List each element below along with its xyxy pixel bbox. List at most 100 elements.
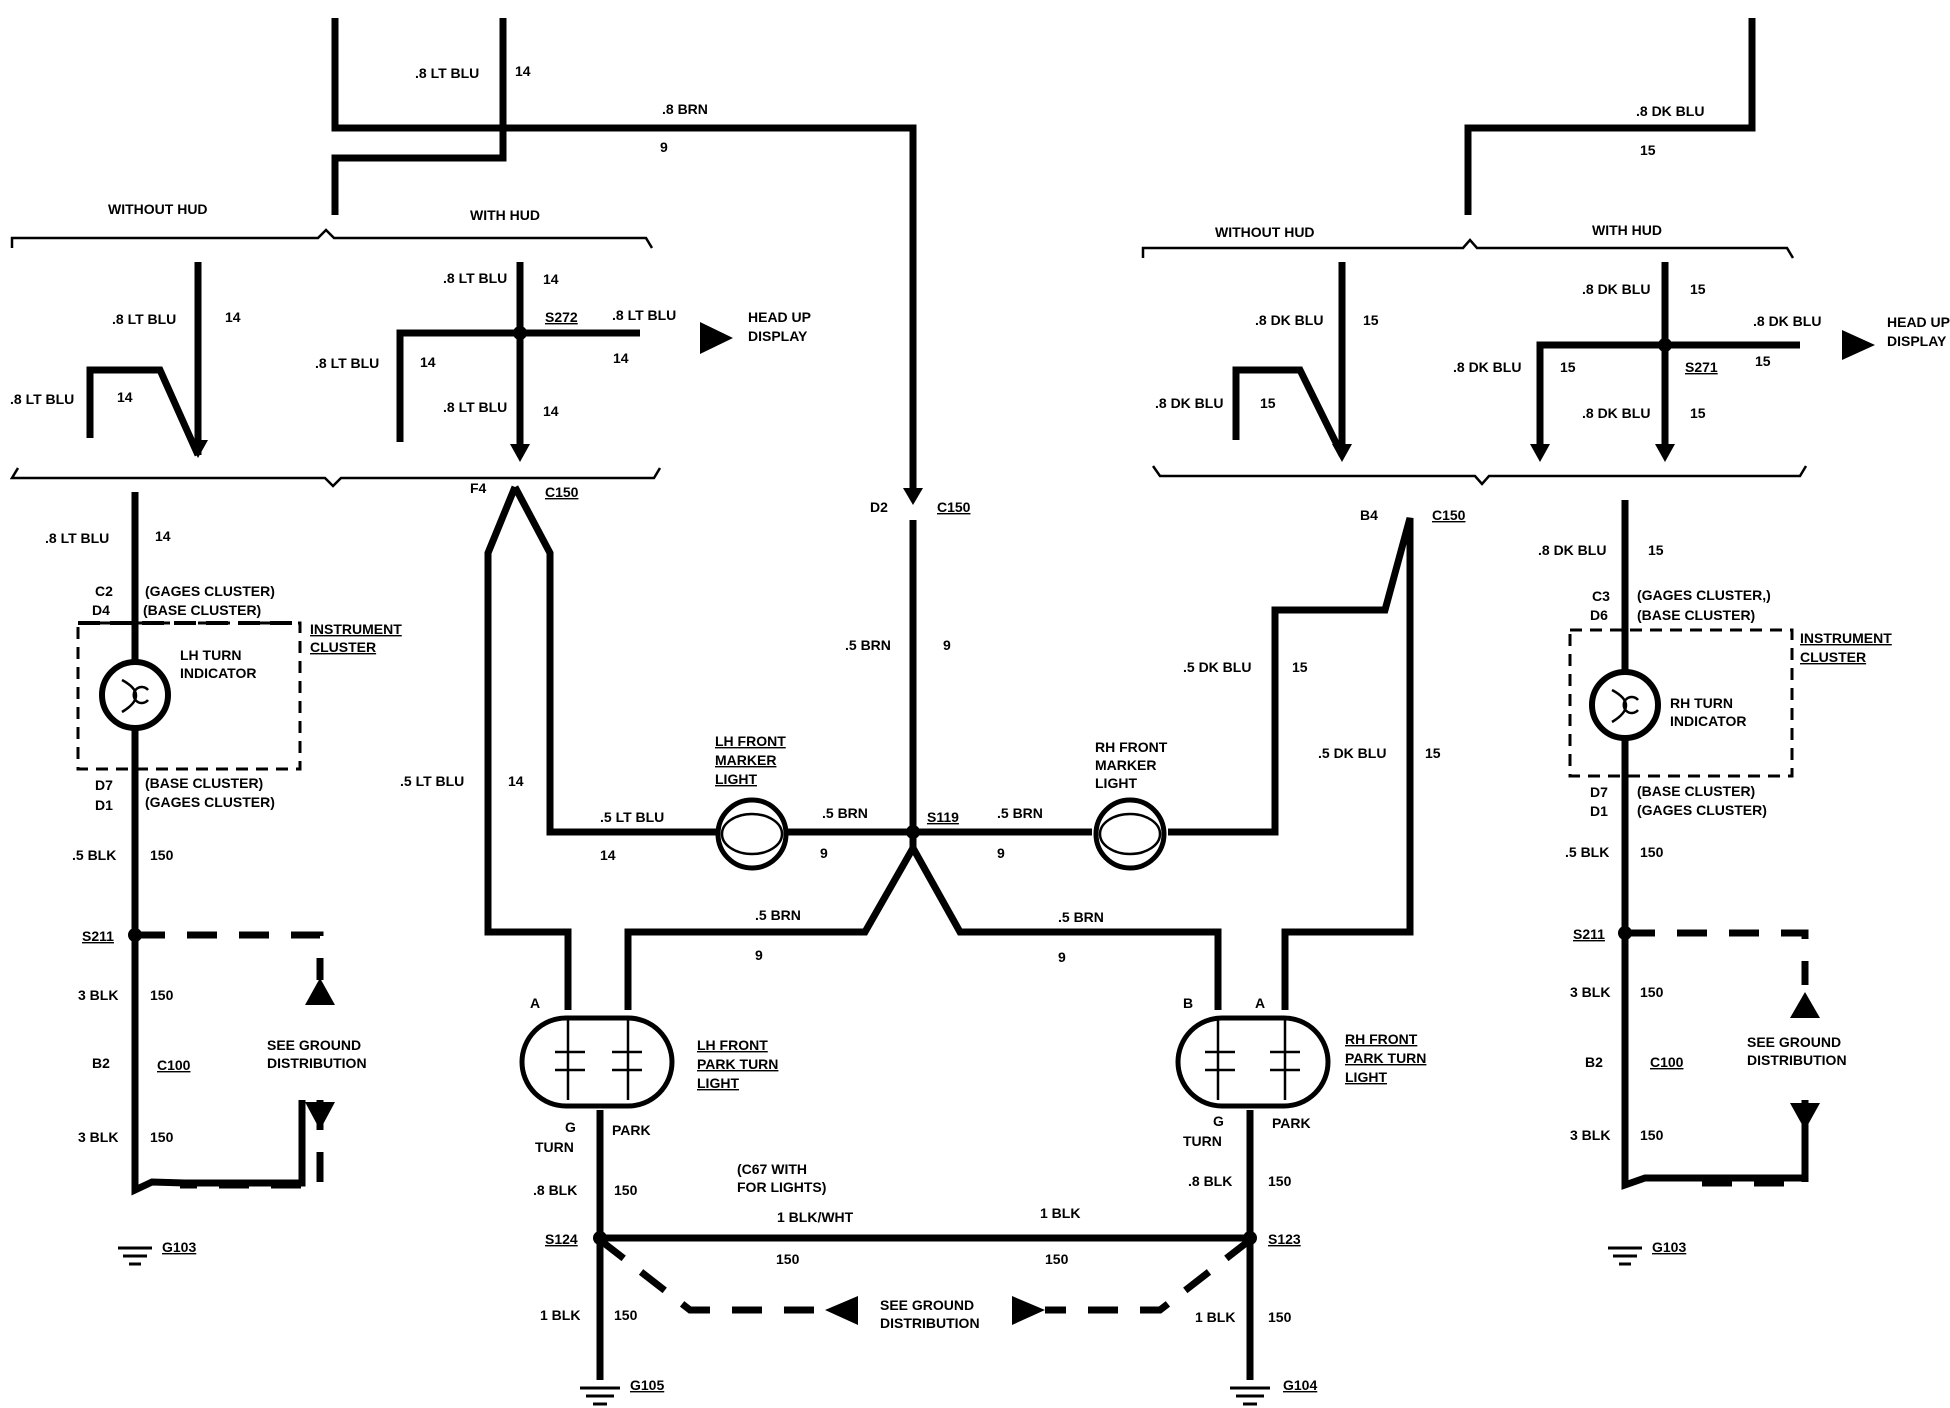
label: .8 LT BLU (10, 391, 74, 407)
label: 150 (1640, 844, 1664, 860)
label: DISTRIBUTION (267, 1055, 367, 1071)
splice-s123: S123 (1268, 1231, 1301, 1247)
label: C3 (1592, 588, 1610, 604)
splice-s272: S272 (545, 309, 578, 325)
label: 9 (997, 845, 1005, 861)
label: 150 (1640, 1127, 1664, 1143)
lh-front-marker-light (715, 797, 789, 871)
label: CLUSTER (1800, 649, 1866, 665)
label: .8 LT BLU (443, 399, 507, 415)
label: PARK TURN (697, 1056, 778, 1072)
label: 14 (117, 389, 133, 405)
label: RH TURN (1670, 695, 1733, 711)
label: INDICATOR (1670, 713, 1746, 729)
label: TURN (1183, 1133, 1222, 1149)
label: (C67 WITH (737, 1161, 807, 1177)
wire-labels: .8 LT BLU 14 .8 BRN 9 WITHOUT HUD WITH H… (10, 63, 1950, 1393)
label: .8 DK BLU (1255, 312, 1323, 328)
label: B2 (1585, 1054, 1603, 1070)
label: F4 (470, 480, 487, 496)
label: A (530, 995, 540, 1011)
label: D4 (92, 602, 110, 618)
label: SEE GROUND (1747, 1034, 1841, 1050)
ground-g105: G105 (630, 1377, 664, 1393)
label: D6 (1590, 607, 1608, 623)
label: (BASE CLUSTER) (143, 602, 261, 618)
label: .5 LT BLU (600, 809, 664, 825)
label: 9 (660, 139, 668, 155)
label: DISPLAY (1887, 333, 1947, 349)
ground-symbols (118, 1246, 1642, 1406)
label: RH FRONT (1345, 1031, 1418, 1047)
label: 15 (1755, 353, 1771, 369)
splice-s211: S211 (82, 928, 114, 944)
splice-s271: S271 (1685, 359, 1718, 375)
label: B2 (92, 1055, 110, 1071)
label: (GAGES CLUSTER) (1637, 802, 1767, 818)
label: (GAGES CLUSTER) (145, 794, 275, 810)
label: LIGHT (697, 1075, 739, 1091)
label: .8 DK BLU (1155, 395, 1223, 411)
label: 150 (776, 1251, 800, 1267)
label: SEE GROUND (880, 1297, 974, 1313)
label: 14 (543, 403, 559, 419)
ground-g103: G103 (1652, 1239, 1686, 1255)
label: D7 (1590, 784, 1608, 800)
label: 15 (1640, 142, 1656, 158)
label: 3 BLK (1570, 1127, 1610, 1143)
connector-c100: C100 (1650, 1054, 1684, 1070)
label: .8 LT BLU (315, 355, 379, 371)
label: 15 (1363, 312, 1379, 328)
label: .5 BLK (72, 847, 116, 863)
label: 150 (1045, 1251, 1069, 1267)
label: FOR LIGHTS) (737, 1179, 826, 1195)
label: INSTRUMENT (310, 621, 402, 637)
label: 14 (155, 528, 171, 544)
label: .5 BRN (1058, 909, 1104, 925)
center-wiring (484, 485, 1414, 1380)
label: B (1183, 995, 1193, 1011)
label: DISTRIBUTION (1747, 1052, 1847, 1068)
label: 150 (614, 1307, 638, 1323)
label: 9 (820, 845, 828, 861)
label: 1 BLK (1195, 1309, 1235, 1325)
rh-front-marker-light (1093, 797, 1167, 871)
label: LH FRONT (697, 1037, 768, 1053)
rh-front-park-turn-light (1175, 1015, 1331, 1109)
label: .5 BRN (997, 805, 1043, 821)
label: 150 (150, 847, 174, 863)
label: 150 (150, 987, 174, 1003)
label: WITHOUT HUD (108, 201, 208, 217)
label: D2 (870, 499, 888, 515)
label: .8 LT BLU (112, 311, 176, 327)
label: 1 BLK (1040, 1205, 1080, 1221)
label: 14 (613, 350, 629, 366)
label: D7 (95, 777, 113, 793)
label: G (565, 1119, 576, 1135)
label: .5 BLK (1565, 844, 1609, 860)
label: DISPLAY (748, 328, 808, 344)
label: 15 (1560, 359, 1576, 375)
label: 15 (1425, 745, 1441, 761)
splice-s124: S124 (545, 1231, 578, 1247)
label: 15 (1292, 659, 1308, 675)
label: .8 LT BLU (45, 530, 109, 546)
label: 14 (508, 773, 524, 789)
label: LH FRONT (715, 733, 786, 749)
label: .8 BLK (533, 1182, 577, 1198)
label: 14 (420, 354, 436, 370)
label: DISTRIBUTION (880, 1315, 980, 1331)
label: D1 (1590, 803, 1608, 819)
label: .5 BRN (845, 637, 891, 653)
label: 1 BLK (540, 1307, 580, 1323)
label: .5 BRN (755, 907, 801, 923)
label: 150 (1268, 1309, 1292, 1325)
label: LH TURN (180, 647, 241, 663)
label: .8 LT BLU (415, 65, 479, 81)
label: (GAGES CLUSTER,) (1637, 587, 1771, 603)
label: PARK (1272, 1115, 1311, 1131)
label: WITHOUT HUD (1215, 224, 1315, 240)
top-left-wiring (9, 18, 917, 1010)
label: TURN (535, 1139, 574, 1155)
